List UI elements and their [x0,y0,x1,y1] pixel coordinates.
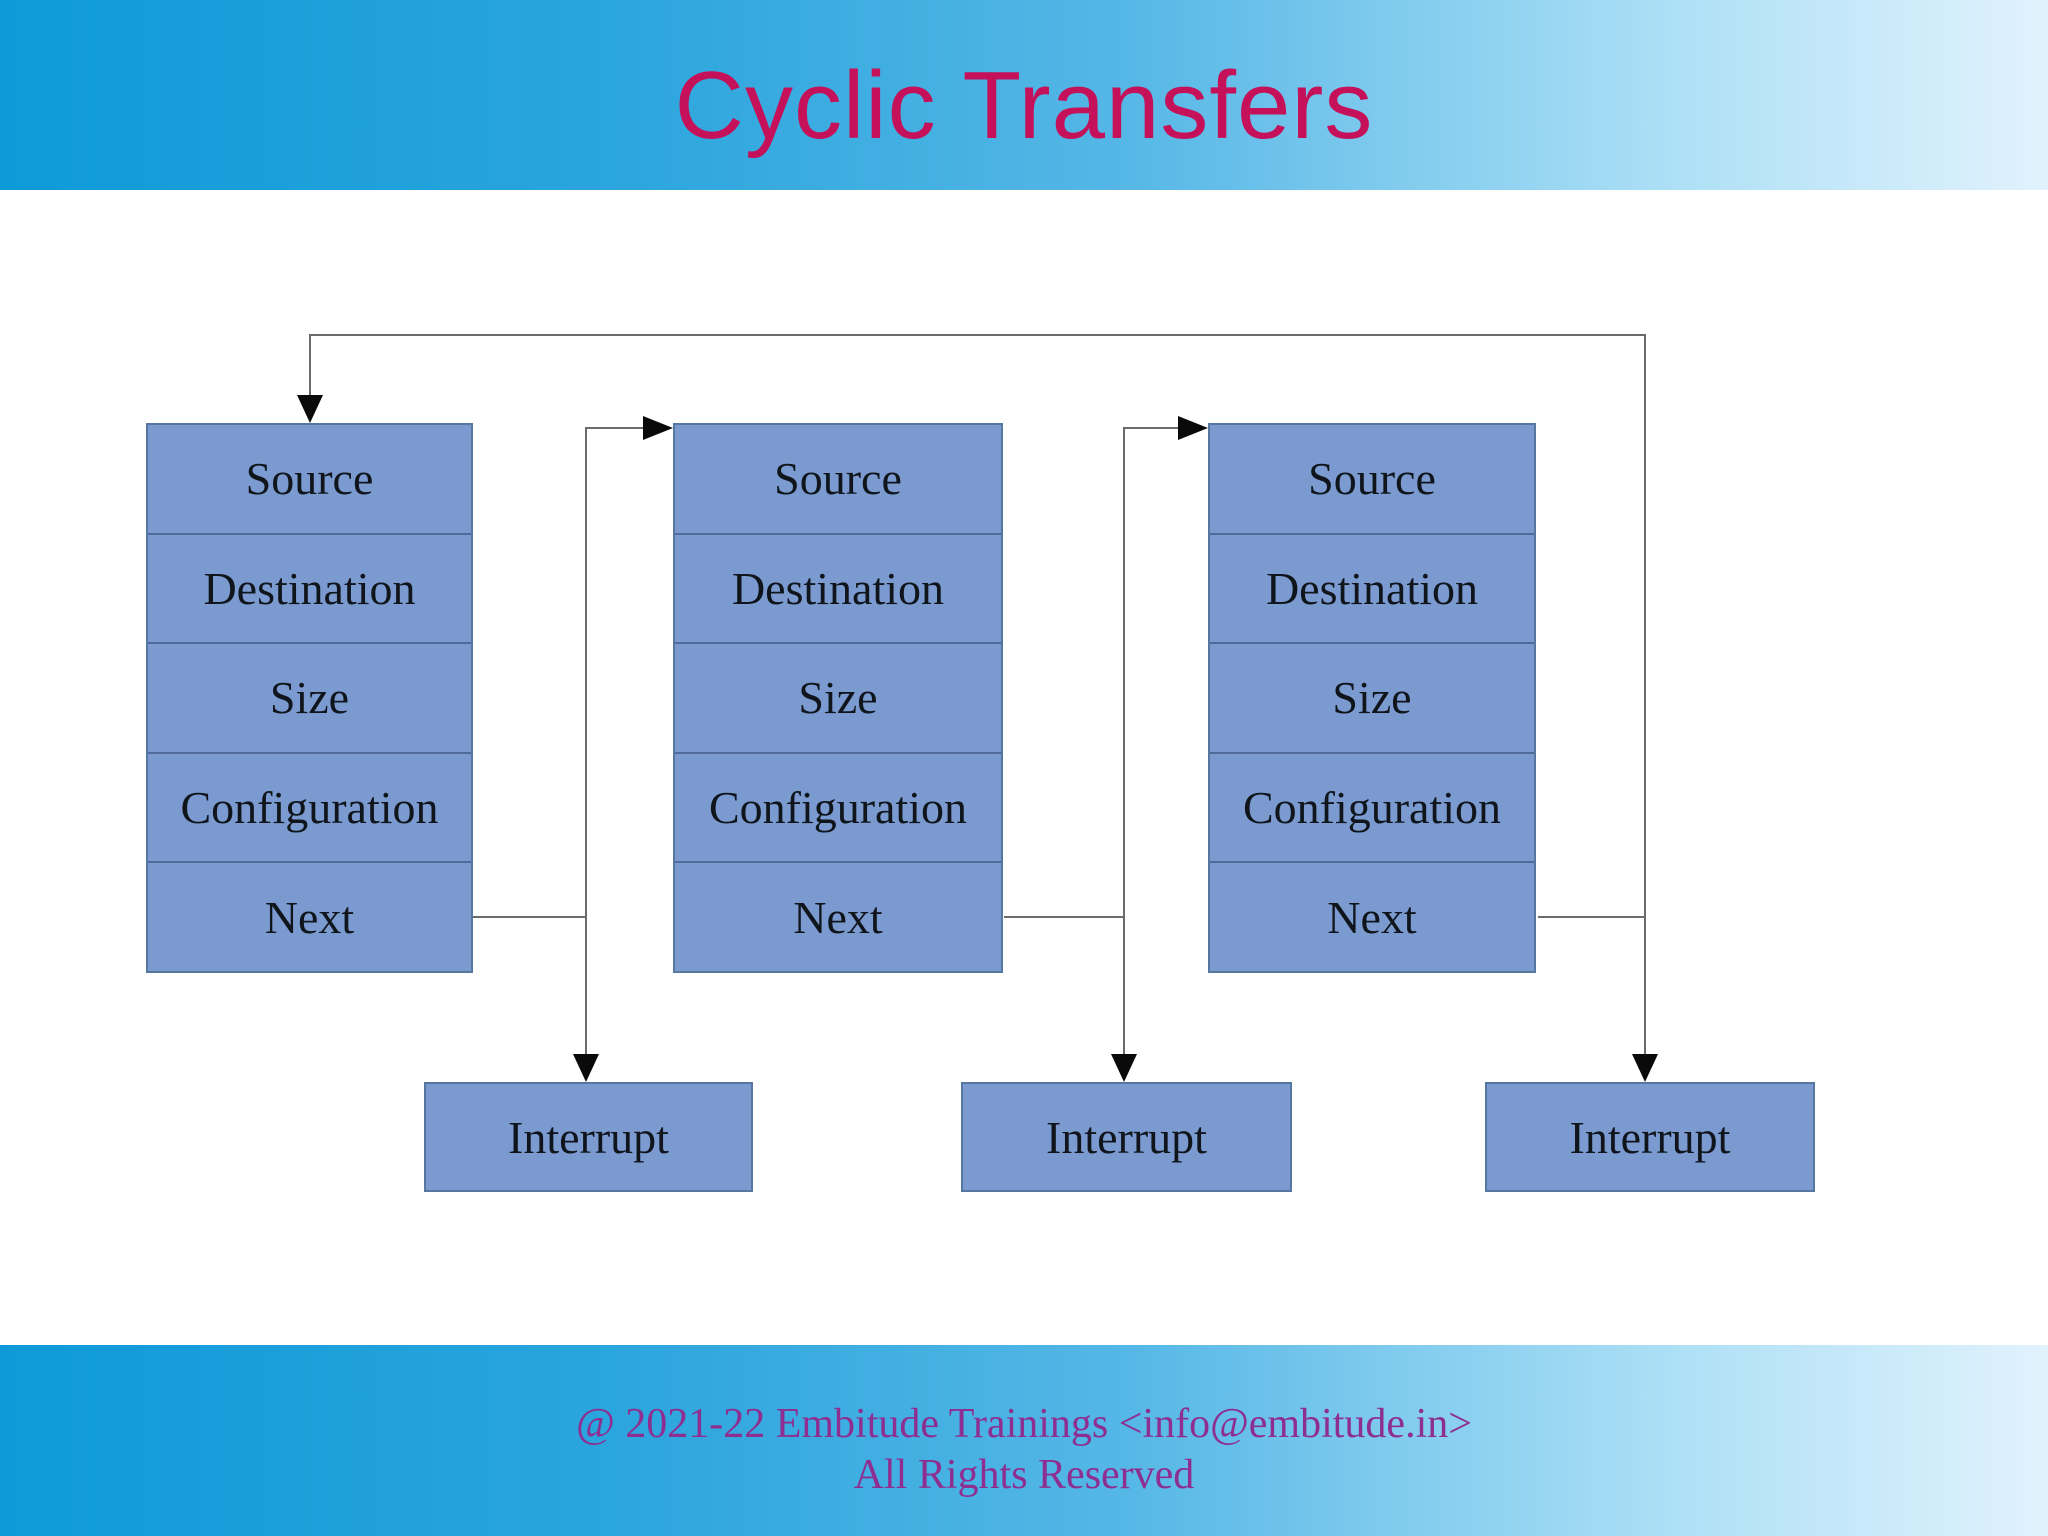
arrow-right-into-descriptor-3-icon [1178,416,1208,440]
descriptor-2-row-destination: Destination [675,532,1001,643]
descriptor-2-row-source: Source [774,453,902,505]
descriptor-2-row-next: Next [675,861,1001,971]
arrow-down-into-interrupt-3-icon [1632,1054,1658,1082]
descriptor-3-row-next: Next [1210,861,1534,971]
connector-next2-out-line [1004,916,1124,918]
connector-feedback-top-line [310,334,1646,336]
connector-next3-out-line [1538,916,1645,918]
connector-2-top-line [1123,427,1180,429]
arrow-right-into-descriptor-2-icon [643,416,673,440]
connector-1-vline [585,427,587,1054]
footer-copyright-line2: All Rights Reserved [853,1452,1195,1498]
connector-1-top-line [585,427,645,429]
connector-feedback-right-vline [1644,334,1646,1054]
interrupt-box-1: Interrupt [424,1082,753,1192]
page-title: Cyclic Transfers [674,52,1374,159]
descriptor-2-row-configuration: Configuration [675,751,1001,862]
connector-2-vline [1123,427,1125,1054]
descriptor-block-3: Source Destination Size Configuration Ne… [1208,423,1536,973]
descriptor-block-1: Source Destination Size Configuration Ne… [146,423,473,973]
descriptor-3-row-size: Size [1210,642,1534,752]
descriptor-1-row-next: Next [148,861,471,971]
descriptor-3-row-source: Source [1308,453,1436,505]
connector-feedback-left-drop [309,334,311,397]
header-band: Cyclic Transfers [0,0,2048,190]
interrupt-box-2: Interrupt [961,1082,1292,1192]
footer-band: @ 2021-22 Embitude Trainings <info@embit… [0,1345,2048,1536]
descriptor-3-row-configuration: Configuration [1210,751,1534,862]
arrow-down-into-descriptor-1-icon [297,395,323,423]
footer-copyright-line1: @ 2021-22 Embitude Trainings <info@embit… [576,1401,1472,1447]
connector-next1-out-line [473,916,586,918]
footer-copyright: @ 2021-22 Embitude Trainings <info@embit… [0,1345,2048,1501]
descriptor-1-row-configuration: Configuration [148,751,471,862]
descriptor-block-2: Source Destination Size Configuration Ne… [673,423,1003,973]
descriptor-3-row-destination: Destination [1210,532,1534,643]
descriptor-2-row-size: Size [675,642,1001,752]
descriptor-1-row-source: Source [245,453,374,505]
descriptor-1-row-size: Size [148,642,471,752]
descriptor-1-row-destination: Destination [148,532,471,643]
interrupt-box-3: Interrupt [1485,1082,1815,1192]
arrow-down-into-interrupt-1-icon [573,1054,599,1082]
arrow-down-into-interrupt-2-icon [1111,1054,1137,1082]
